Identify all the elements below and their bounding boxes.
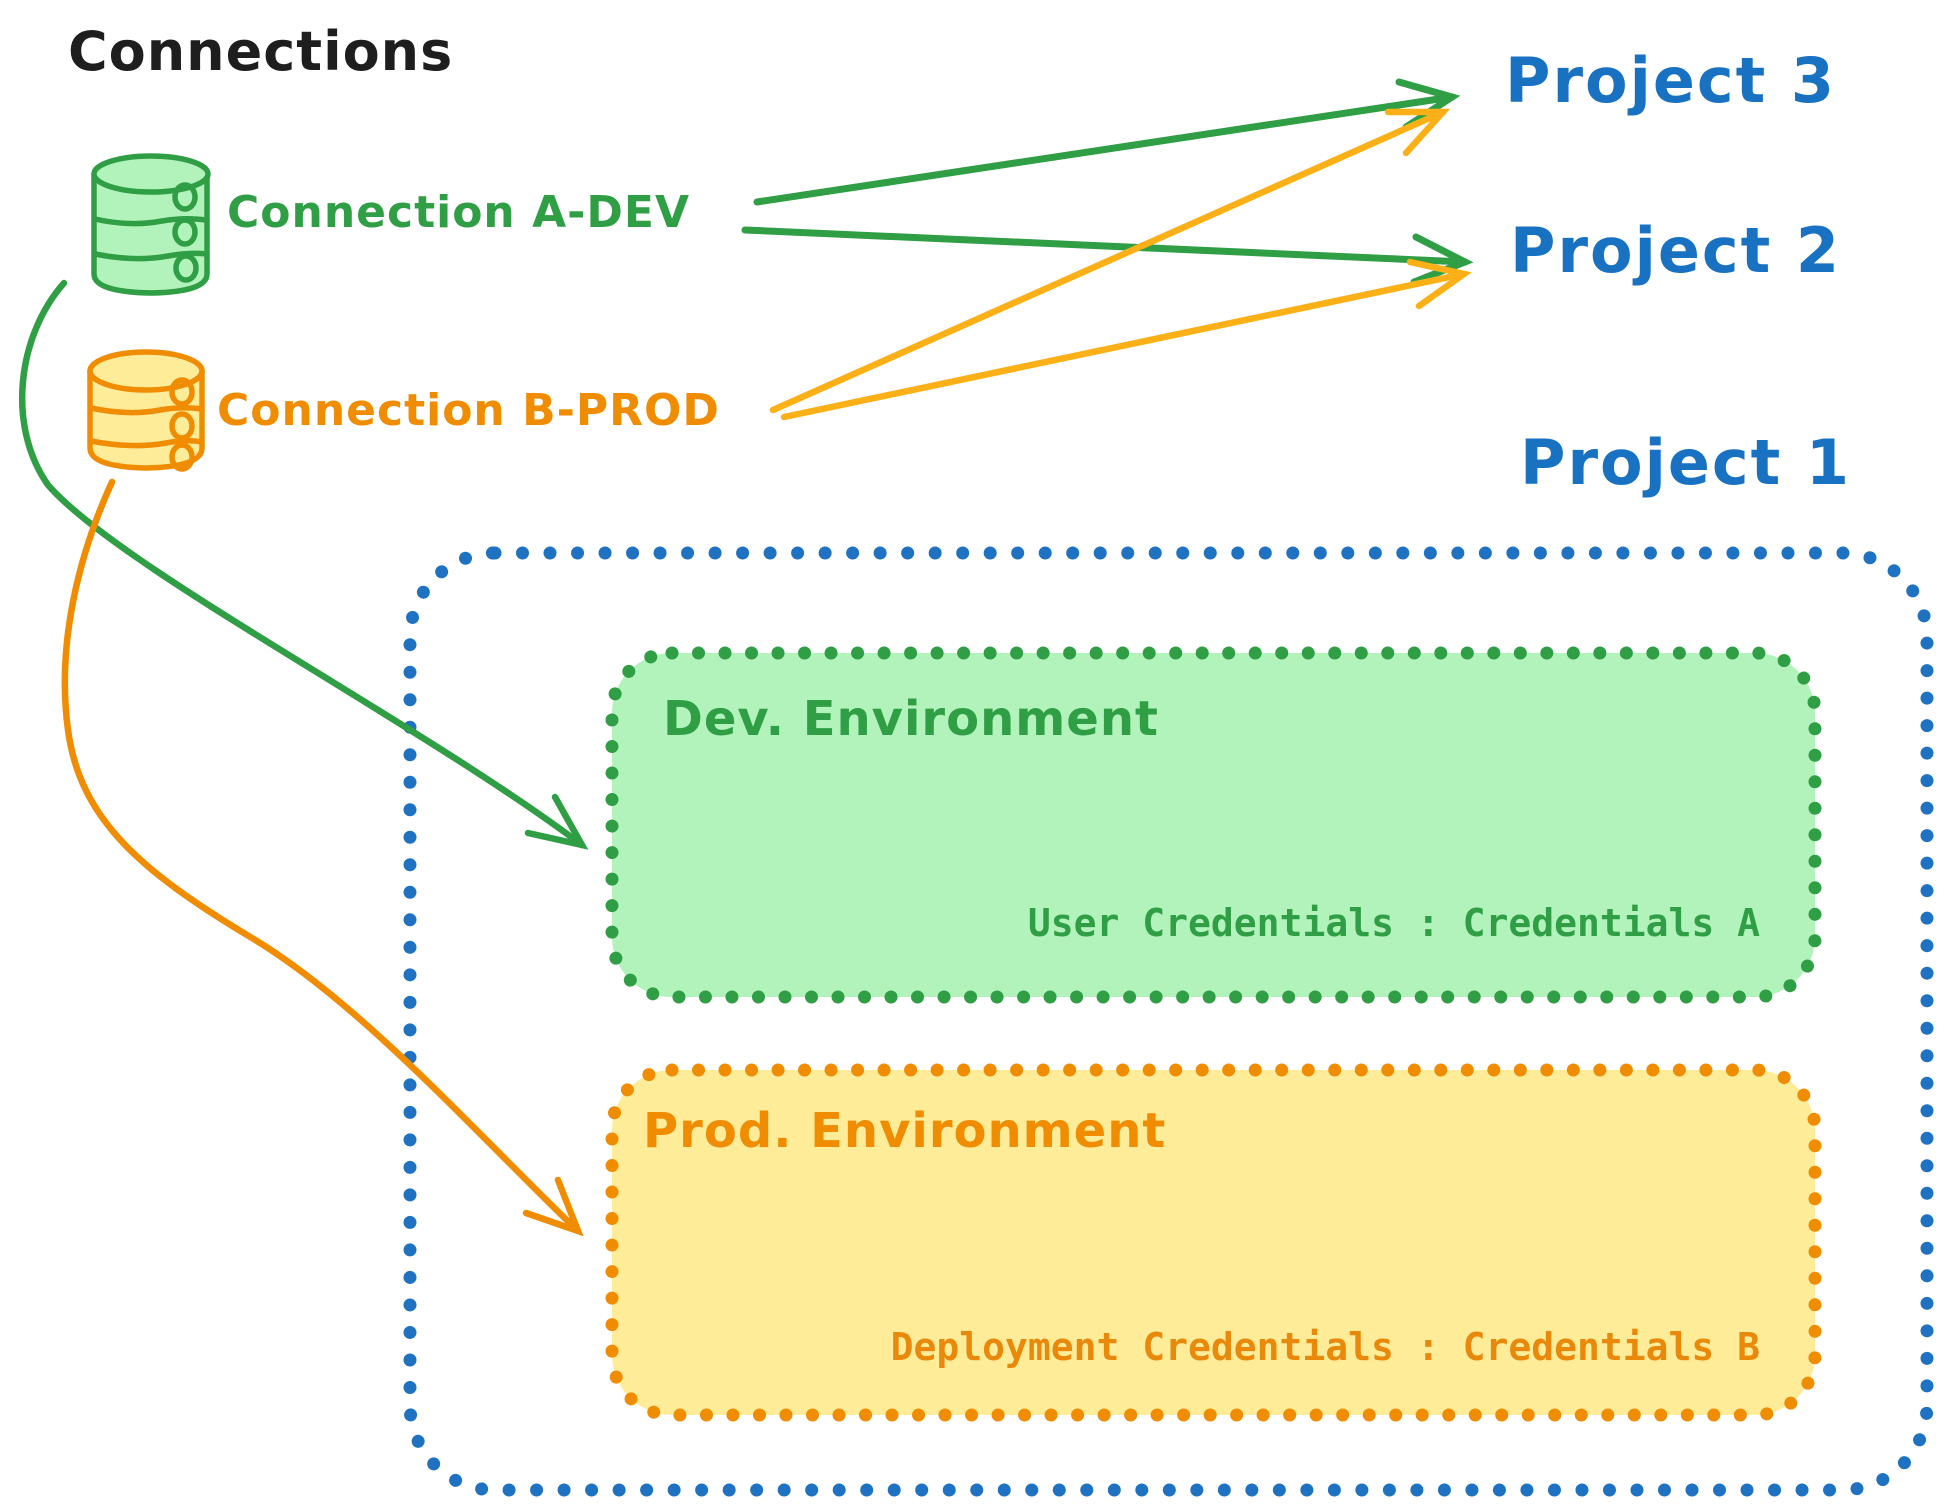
prod-environment-box <box>605 1063 1822 1422</box>
project-3-label: Project 3 <box>1505 44 1837 117</box>
arrow-b-prod-to-prod-environment <box>61 478 584 1237</box>
arrow-b-prod-to-project-3 <box>769 108 1451 414</box>
dev-environment-credentials: User Credentials : Credentials A <box>1027 901 1760 945</box>
diagram-title: Connections <box>68 20 454 83</box>
prod-environment-credentials: Deployment Credentials : Credentials B <box>890 1325 1760 1369</box>
project1-boundary-box <box>403 546 1934 1497</box>
arrow-a-dev-to-project-3 <box>753 78 1461 206</box>
project-1-label: Project 1 <box>1520 426 1852 499</box>
database-icon-b-prod <box>87 349 205 472</box>
arrow-b-prod-to-project-2 <box>780 258 1472 421</box>
dev-environment-title: Dev. Environment <box>663 691 1159 747</box>
project-2-label: Project 2 <box>1510 214 1842 287</box>
connection-a-dev-label: Connection A-DEV <box>227 187 691 238</box>
prod-environment-title: Prod. Environment <box>643 1103 1167 1159</box>
connection-b-prod-label: Connection B-PROD <box>217 385 720 436</box>
dev-environment-box <box>605 646 1822 1004</box>
arrow-a-dev-to-project-2 <box>741 226 1474 286</box>
database-icon-a-dev <box>91 153 211 296</box>
